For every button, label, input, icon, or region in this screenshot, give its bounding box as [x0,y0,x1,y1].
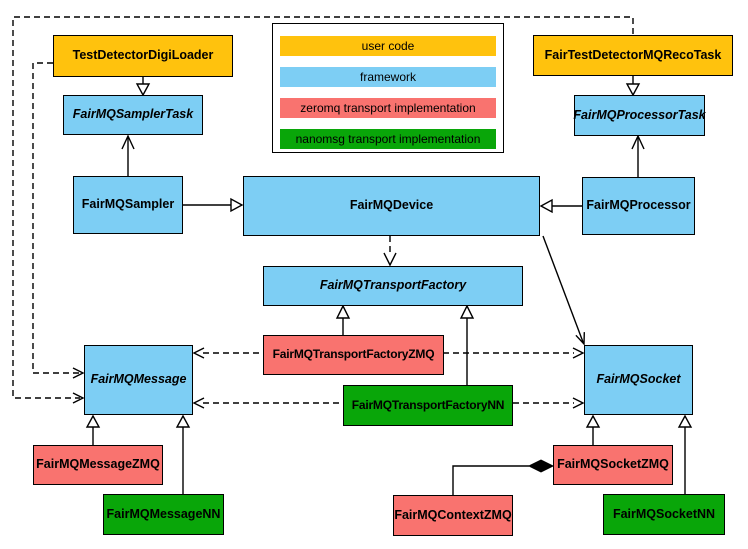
edge-inheritance-factoryzmq-factory [335,304,351,335]
node-fairmqsamplertask: FairMQSamplerTask [63,95,203,135]
legend-item-zeromq: zeromq transport implementation [280,98,496,118]
node-fairmqdevice: FairMQDevice [243,176,540,236]
edge-inheritance-socketnn-socket [677,414,693,494]
node-fairmqsocketnn: FairMQSocketNN [603,494,725,535]
node-fairmqmessage: FairMQMessage [84,345,193,415]
node-fairmqtransportfactoryzmq: FairMQTransportFactoryZMQ [263,335,444,375]
node-fairmqsocketzmq: FairMQSocketZMQ [553,445,673,485]
edge-inheritance-messagenn-message [175,414,191,494]
edge-association-processor-processortask [631,134,645,177]
legend-item-nanomsg: nanomsg transport implementation [280,129,496,149]
edge-dependency-recotask-message [12,16,634,404]
edge-inheritance-digiloader-samplertask [135,77,151,97]
edge-inheritance-processor-device [539,198,582,214]
edge-inheritance-messagezmq-message [85,414,101,445]
node-fairmqmessagenn: FairMQMessageNN [103,494,224,535]
node-fairmqprocessortask: FairMQProcessorTask [573,95,706,136]
node-fairmqprocessor: FairMQProcessor [582,177,695,235]
edge-dependency-device-transportfactory [383,236,397,267]
node-fairmqmessagezmq: FairMQMessageZMQ [33,445,163,485]
edge-inheritance-sampler-device [183,197,244,213]
edge-composition-contextzmq-socketzmq [452,459,555,495]
edge-inheritance-factorynn-factory [459,304,475,385]
edge-association-sampler-samplertask [121,134,135,176]
legend: user code framework zeromq transport imp… [272,23,504,153]
edge-inheritance-recotask-processortask [625,76,641,97]
node-fairmqsocket: FairMQSocket [584,345,693,415]
node-fairmqtransportfactorynn: FairMQTransportFactoryNN [343,385,513,426]
node-fairtestdetectormqrecotask: FairTestDetectorMQRecoTask [533,35,733,76]
edge-dependency-digiloader-message [32,62,85,379]
legend-item-user-code: user code [280,36,496,56]
node-fairmqtransportfactory: FairMQTransportFactory [263,266,523,306]
node-fairmqsampler: FairMQSampler [73,176,183,234]
node-fairmqcontextzmq: FairMQContextZMQ [393,495,513,536]
node-testdetectordigiloader: TestDetectorDigiLoader [53,35,233,77]
edge-inheritance-socketzmq-socket [585,414,601,445]
legend-item-framework: framework [280,67,496,87]
edge-association-device-socket [542,235,585,346]
